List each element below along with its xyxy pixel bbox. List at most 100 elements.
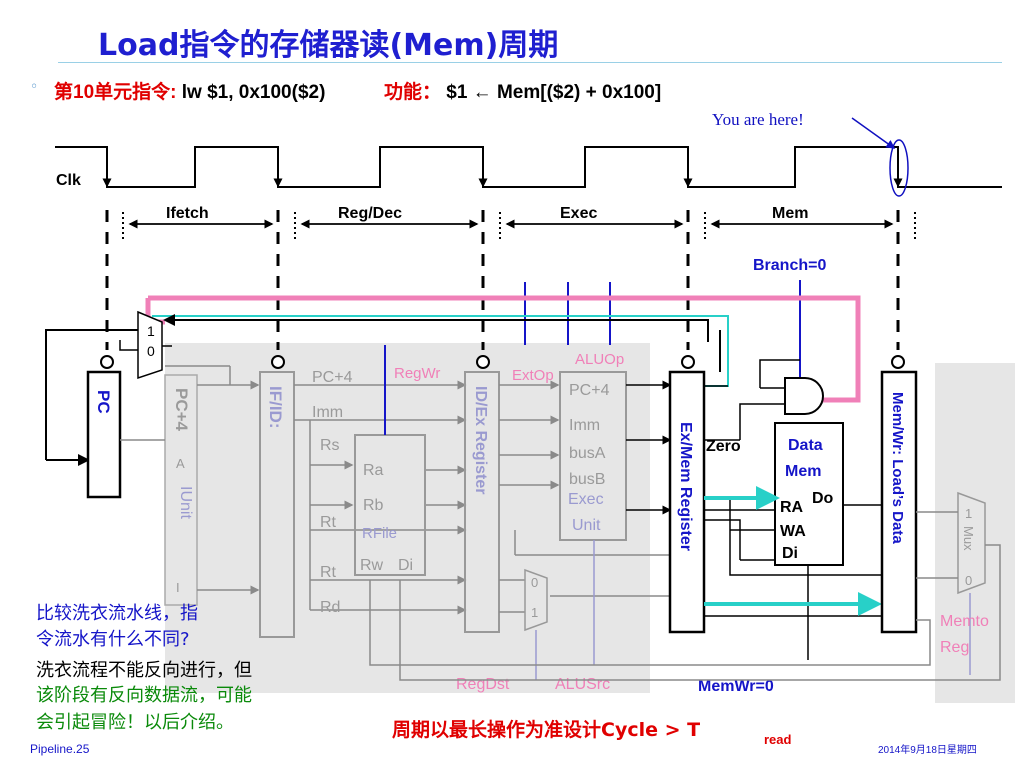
exmem-register-label: Ex/Mem Register — [677, 422, 694, 551]
stage-label-exec: Exec — [560, 205, 597, 222]
regdst-mux-input-0: 0 — [531, 575, 538, 590]
decode-rt-label-1: Rt — [320, 514, 337, 531]
exec-pc4-label: PC+4 — [569, 382, 610, 399]
pc-register — [86, 370, 122, 499]
data-memory-ra-label: RA — [780, 499, 804, 516]
aluop-signal-label: ALUOp — [575, 351, 624, 368]
clock-label: Clk — [56, 172, 81, 189]
stage-label-mem: Mem — [772, 205, 808, 222]
slide-footer-left: Pipeline.25 — [30, 742, 90, 756]
writeback-wires — [369, 511, 1001, 681]
answer-line-2: 该阶段有反向数据流，可能 — [36, 685, 252, 706]
rfile-rw-label: Rw — [360, 557, 384, 574]
ifetch-i-label: I — [176, 580, 180, 595]
exec-unit-label-1: Exec — [568, 491, 604, 508]
decode-wires — [294, 380, 467, 615]
pc-mux — [137, 310, 163, 380]
iunit-label: IUnit — [177, 486, 194, 519]
question-note: 比较洗衣流水线，指 令流水有什么不同? — [36, 601, 198, 653]
instruction-prefix: 第10单元指令: — [54, 82, 177, 103]
decode-rd-label: Rd — [320, 599, 340, 616]
exec-imm-label: Imm — [569, 417, 600, 434]
zero-signal-label: Zero — [706, 438, 741, 455]
you-are-here-label: You are here! — [712, 110, 804, 129]
extop-signal-label: ExtOp — [512, 367, 554, 384]
data-memory-label-2: Mem — [785, 463, 821, 480]
stage-boundaries — [105, 210, 900, 350]
rfile-rb-label: Rb — [363, 497, 384, 514]
data-memory-wa-label: WA — [780, 523, 806, 540]
branch-target-wire — [165, 319, 709, 342]
exec-unit-label-2: Unit — [572, 517, 601, 534]
gray-panel-front — [165, 343, 650, 693]
clock-waveform — [55, 146, 1002, 188]
memtoreg-signal-label-2: Reg — [940, 639, 969, 656]
exec-wires — [499, 380, 670, 613]
question-line-2: 令流水有什么不同? — [36, 629, 190, 650]
you-are-here-highlight — [889, 139, 909, 197]
stage-label-regdec: Reg/Dec — [338, 205, 402, 222]
memtoreg-signal-label-1: Memto — [940, 613, 989, 630]
writeback-mux-input-1: 1 — [965, 506, 972, 521]
gray-panel-wb — [935, 363, 1015, 703]
data-memory-di-label: Di — [782, 545, 798, 562]
mem-stage-wires — [704, 500, 882, 660]
answer-line-1: 洗衣流程不能反向进行，但 — [36, 660, 252, 681]
pc-mux-input-1: 1 — [147, 323, 155, 339]
function-label: 功能： — [383, 82, 441, 103]
pc-feedback-wire — [45, 329, 138, 460]
ifetch-unit — [164, 374, 198, 606]
page-title: Load指令的存储器读(Mem)周期 — [98, 28, 559, 63]
branch-wire — [759, 359, 800, 389]
stage-dots — [122, 212, 916, 242]
answer-line-3: 会引起冒险！以后介绍。 — [36, 712, 234, 733]
rfile-di-label: Di — [398, 557, 413, 574]
ifetch-pc4-label: PC+4 — [172, 388, 191, 432]
answer-note: 该阶段有反向数据流，可能 会引起冒险！以后介绍。 — [36, 682, 252, 736]
exec-unit — [559, 371, 627, 541]
idex-register — [464, 371, 500, 633]
data-memory-do-label: Do — [812, 490, 834, 507]
memwr-signal-label: MemWr=0 — [698, 678, 774, 695]
register-clock-inputs — [100, 355, 905, 369]
exec-busa-label: busA — [569, 445, 606, 462]
slide-footer-date: 2014年9月18日星期四 — [878, 745, 977, 756]
memwr-register — [880, 370, 918, 634]
instruction-code: lw $1, 0x100($2) — [181, 82, 326, 103]
cycle-note: 周期以最长操作为准设计Cycle > T — [392, 719, 701, 741]
ifetch-a-label: A — [176, 456, 185, 471]
rfile-ra-label: Ra — [363, 462, 384, 479]
writeback-mux-input-0: 0 — [965, 573, 972, 588]
title-divider — [58, 62, 1002, 63]
regdst-signal-label: RegDst — [456, 676, 510, 693]
branch-and-gate — [784, 377, 824, 415]
ifid-register — [259, 371, 295, 638]
data-memory — [774, 422, 844, 566]
decode-imm-label: Imm — [312, 404, 343, 421]
idex-register-label: ID/Ex Register — [472, 386, 489, 494]
writeback-mux-label: Mux — [961, 526, 976, 551]
pc-mux-input-0: 0 — [147, 343, 155, 359]
exmem-register — [668, 370, 706, 634]
function-expression: $1 ← Mem[($2) + 0x100] — [446, 82, 662, 103]
decode-pc4-label: PC+4 — [312, 369, 353, 386]
cycle-note-subscript: read — [764, 732, 792, 747]
branch-signal-label: Branch=0 — [753, 257, 826, 274]
you-are-here-pointer — [851, 117, 896, 149]
exec-busb-label: busB — [569, 471, 605, 488]
bullet-icon: ◦ — [30, 79, 39, 95]
stage-label-ifetch: Ifetch — [166, 205, 209, 222]
ifid-register-label: IF/ID: — [266, 386, 285, 429]
regwr-signal-label: RegWr — [394, 365, 440, 382]
decode-rs-label: Rs — [320, 437, 340, 454]
zero-wire — [739, 403, 785, 440]
register-file — [354, 434, 426, 576]
rfile-label: RFile — [362, 525, 397, 542]
pc-register-label: PC — [94, 390, 113, 414]
writeback-mux — [957, 491, 986, 595]
memwr-register-label: Mem/Wr: Load’s Data — [889, 392, 906, 544]
memwr-register-text: Mem/Wr: Load’s Data — [889, 392, 906, 544]
data-memory-label-1: Data — [788, 437, 823, 454]
instruction-line: 第10单元指令: lw $1, 0x100($2) 功能： $1 ← Mem[(… — [54, 77, 661, 104]
